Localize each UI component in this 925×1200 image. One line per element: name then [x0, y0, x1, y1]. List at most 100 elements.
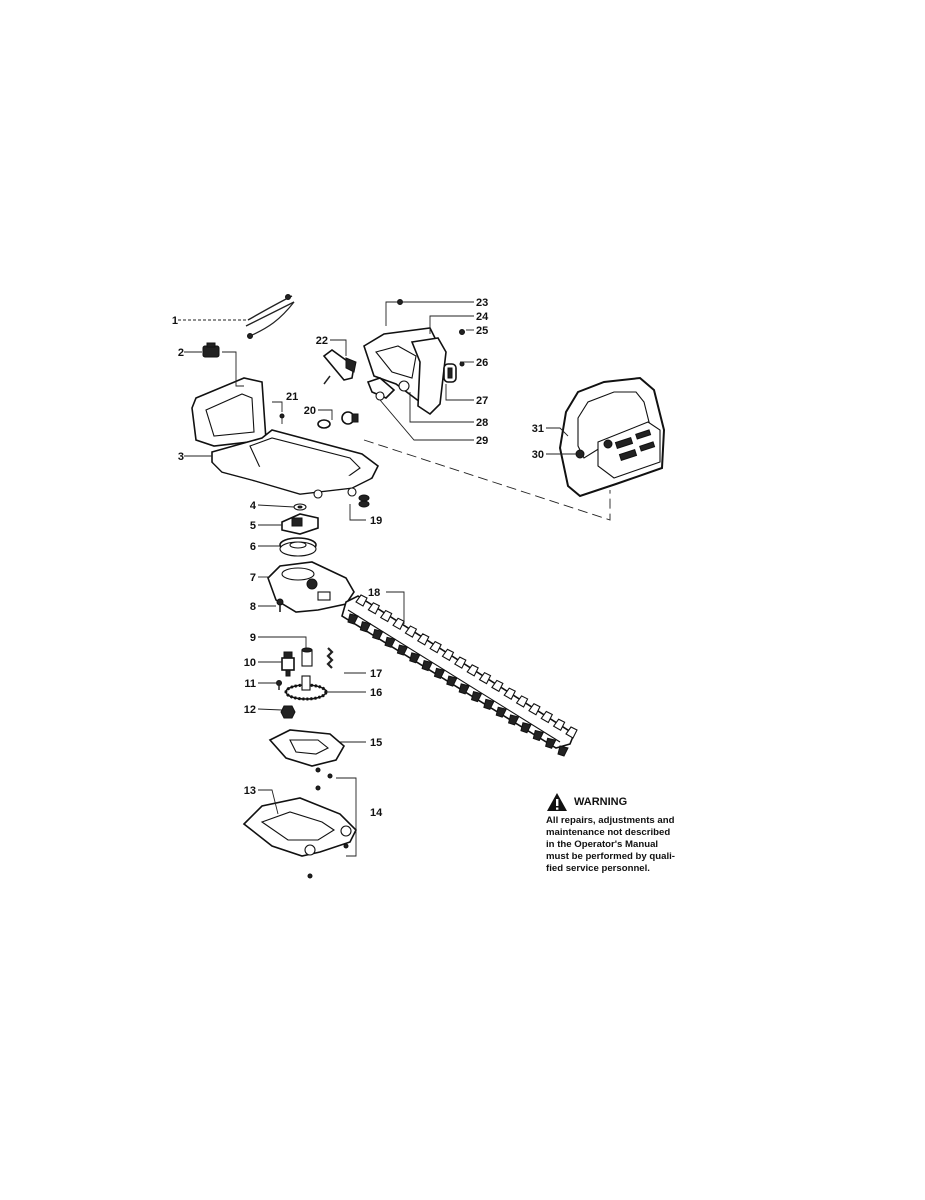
part-31-front-handle	[558, 376, 666, 498]
blade-tooth	[532, 729, 545, 742]
blade-tooth	[507, 714, 520, 726]
part-7-gear-case	[267, 561, 355, 613]
part-11-screw	[276, 680, 282, 690]
part-12-nut	[280, 705, 296, 719]
callout-26: 26	[476, 357, 488, 369]
blade-tooth	[367, 602, 381, 615]
callout-7: 7	[250, 572, 256, 584]
callout-24: 24	[476, 311, 489, 323]
blade-tooth	[441, 648, 455, 662]
callout-6: 6	[250, 541, 256, 553]
callout-10: 10	[244, 657, 256, 669]
callout-30: 30	[532, 449, 544, 461]
warning-line: maintenance not described	[546, 827, 671, 838]
part-10-drive-pin	[281, 651, 295, 677]
callout-31: 31	[532, 423, 544, 435]
warning-box: WARNING All repairs, adjustments and mai…	[546, 792, 706, 875]
callout-15: 15	[370, 737, 382, 749]
blade-tooth	[384, 636, 396, 648]
part-28-spring	[398, 380, 410, 392]
blade-tooth	[409, 652, 421, 664]
blade-tooth	[470, 691, 483, 703]
callout-29: 29	[476, 435, 488, 447]
callout-8: 8	[250, 601, 256, 613]
callout-2: 2	[178, 347, 184, 359]
blade-tooth	[446, 675, 458, 687]
callout-16: 16	[370, 687, 382, 699]
blade-tooth	[404, 625, 418, 638]
callout-19: 19	[370, 515, 382, 527]
blade-tooth	[540, 710, 554, 724]
part-4-washer	[293, 503, 307, 511]
callout-3: 3	[178, 451, 184, 463]
callout-1: 1	[172, 315, 178, 327]
part-29-roller	[366, 377, 396, 401]
leader-lines	[178, 301, 611, 857]
part-8-screw	[276, 598, 284, 612]
callout-27: 27	[476, 395, 488, 407]
warning-line: must be performed by quali-	[546, 851, 676, 862]
blade-tooth	[454, 656, 467, 669]
callout-23: 23	[476, 297, 488, 309]
blade-tooth	[552, 718, 566, 732]
callout-20: 20	[304, 405, 316, 417]
blade-tooth	[520, 722, 532, 734]
part-21-screw	[279, 413, 285, 424]
part-17-spring	[326, 647, 334, 669]
blade-tooth	[429, 640, 442, 654]
callout-28: 28	[476, 417, 488, 429]
blade-tooth	[515, 695, 529, 708]
blade-tooth	[416, 633, 430, 646]
callout-13: 13	[244, 785, 256, 797]
blade-tooth	[355, 594, 368, 607]
blade-tooth	[491, 679, 504, 693]
warning-text: All repairs, adjustments and maintenance…	[546, 815, 706, 875]
part-6-bearing	[279, 537, 317, 557]
blade-tooth	[528, 703, 541, 716]
blade-tooth	[359, 621, 372, 633]
callout-12: 12	[244, 704, 256, 716]
part-3-housing	[191, 377, 380, 499]
blade-tooth	[458, 683, 470, 695]
blade-tooth	[483, 698, 495, 711]
callout-17: 17	[370, 668, 382, 680]
warning-line: fied service personnel.	[546, 863, 650, 874]
part-13-guard-plate	[242, 797, 357, 857]
blade-tooth	[545, 737, 557, 749]
part-2-switch	[202, 342, 220, 358]
callout-9: 9	[250, 632, 256, 644]
part-16-gear	[284, 675, 328, 701]
blade-tooth	[347, 613, 359, 625]
callout-21: 21	[286, 391, 298, 403]
blade-tooth	[565, 726, 578, 739]
blade-tooth	[372, 628, 384, 641]
part-20-fasteners	[317, 411, 359, 429]
part-19-grommets	[358, 494, 370, 508]
part-9-bushing	[301, 647, 313, 667]
blade-tooth	[433, 667, 446, 679]
callout-5: 5	[250, 520, 256, 532]
blade-tooth	[495, 706, 507, 718]
callout-11: 11	[244, 678, 256, 690]
callout-labels: 1 2 3 4 5 6 7 8 9 10 11 12 13 14 15 16 1…	[172, 297, 544, 819]
callout-4: 4	[250, 500, 257, 512]
part-5-cam	[281, 513, 319, 535]
callout-22: 22	[316, 335, 328, 347]
part-25-screw	[459, 329, 465, 335]
blade-tooth	[557, 745, 569, 757]
blade-tooth	[421, 659, 433, 672]
blade-tooth	[478, 671, 492, 685]
callout-25: 25	[476, 325, 488, 337]
warning-triangle-icon	[547, 793, 567, 811]
callout-14: 14	[370, 807, 383, 819]
part-18-blade	[341, 594, 578, 757]
warning-header: WARNING	[546, 792, 706, 812]
callout-18: 18	[368, 587, 380, 599]
part-1-wire-lead	[245, 294, 295, 339]
warning-title: WARNING	[574, 796, 628, 808]
blade-tooth	[379, 609, 393, 623]
blade-tooth	[503, 687, 516, 700]
blade-tooth	[466, 664, 479, 677]
blade-tooth	[396, 644, 409, 656]
